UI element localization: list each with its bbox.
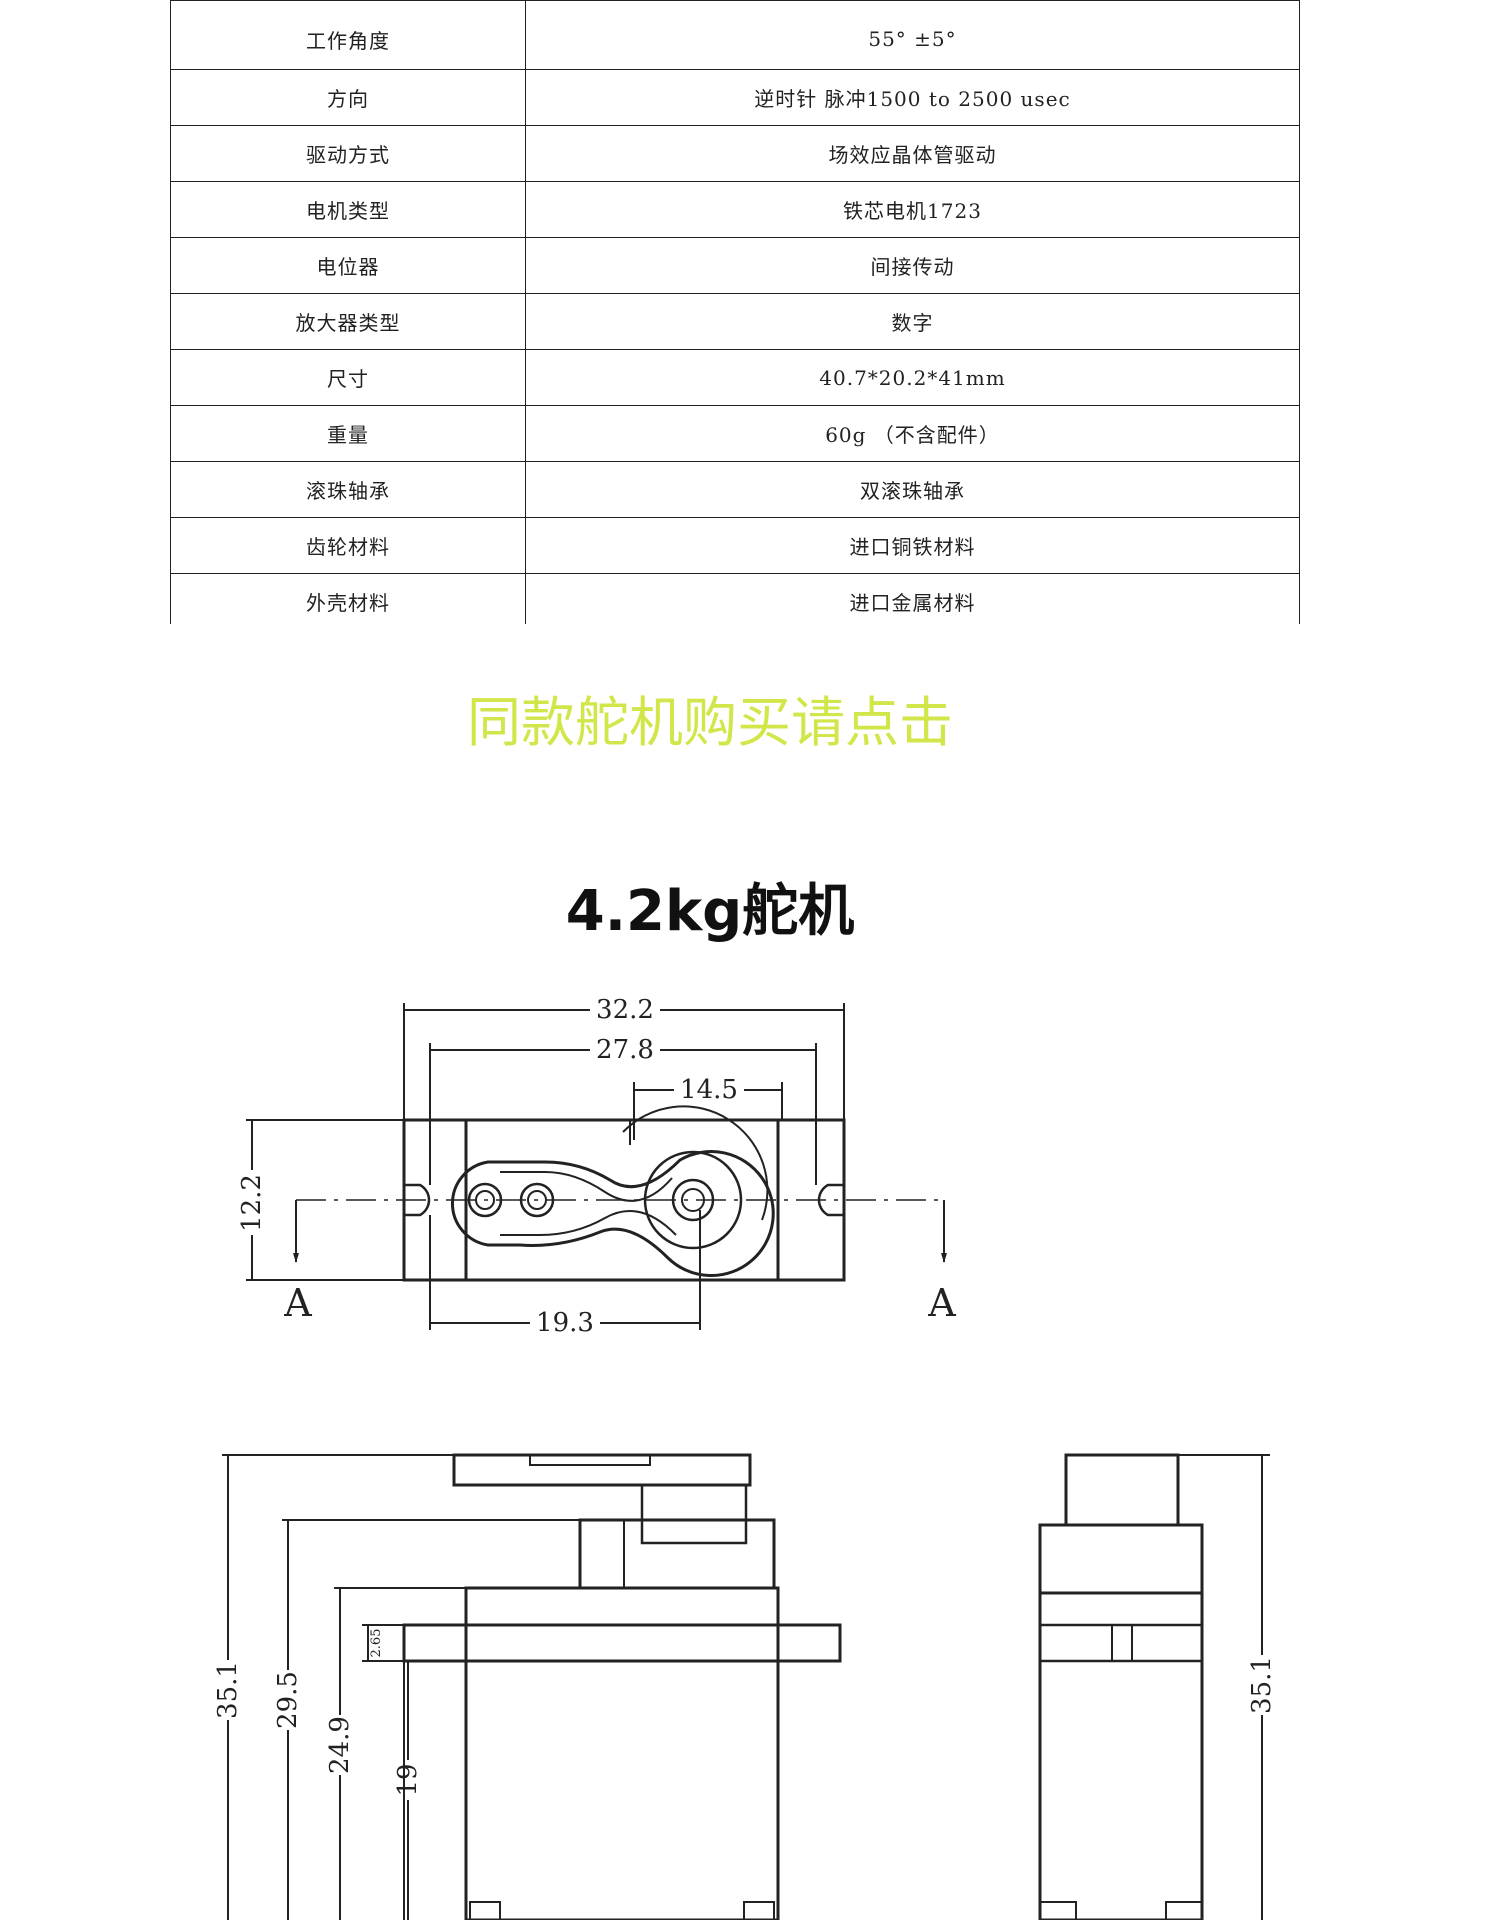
spec-row: 放大器类型数字 xyxy=(170,293,1300,350)
spec-row: 驱动方式场效应晶体管驱动 xyxy=(170,125,1300,182)
spec-value: 场效应晶体管驱动 xyxy=(525,125,1300,182)
spec-value: 进口金属材料 xyxy=(525,573,1300,624)
spec-label: 方向 xyxy=(170,69,526,126)
section-title: 4.2kg舵机 xyxy=(565,879,855,944)
section-marker-right: A xyxy=(927,1281,956,1325)
dim-side-total-height: 35.1 xyxy=(1247,1656,1277,1714)
dim-shaft-offset: 14.5 xyxy=(680,1075,738,1105)
top-view-dimension-lines xyxy=(246,1003,845,1330)
dim-body-height: 12.2 xyxy=(237,1174,267,1232)
dim-to-horn-base: 29.5 xyxy=(273,1671,303,1729)
spec-label: 尺寸 xyxy=(170,349,526,406)
dim-total-height: 35.1 xyxy=(213,1661,243,1719)
spec-value: 双滚珠轴承 xyxy=(525,461,1300,518)
section-marker-left: A xyxy=(283,1281,312,1325)
spec-label: 滚珠轴承 xyxy=(170,461,526,518)
spec-value: 进口铜铁材料 xyxy=(525,517,1300,574)
front-view-outline xyxy=(402,1453,842,1920)
spec-label: 放大器类型 xyxy=(170,293,526,350)
dim-overall-width: 32.2 xyxy=(596,995,654,1025)
spec-value: 间接传动 xyxy=(525,237,1300,294)
dim-tab-thickness: 2.65 xyxy=(369,1629,384,1658)
spec-label: 外壳材料 xyxy=(170,573,526,624)
front-view-dimension-lines xyxy=(222,1454,580,1920)
dim-shaft-position: 19.3 xyxy=(536,1308,594,1338)
spec-row: 电位器间接传动 xyxy=(170,237,1300,294)
dim-to-mount: 24.9 xyxy=(325,1716,355,1774)
spec-value: 55° ±5° xyxy=(525,0,1300,70)
dim-body-height-front: 19 xyxy=(393,1763,423,1796)
spec-label: 工作角度 xyxy=(170,0,526,70)
dim-hole-spacing: 27.8 xyxy=(596,1035,654,1065)
buy-link[interactable]: 同款舵机购买请点击 xyxy=(467,691,953,754)
spec-row: 滚珠轴承双滚珠轴承 xyxy=(170,461,1300,518)
side-view-dimension-lines xyxy=(1178,1454,1270,1920)
side-view-outline xyxy=(1038,1453,1204,1920)
spec-row: 齿轮材料进口铜铁材料 xyxy=(170,517,1300,574)
spec-row: 外壳材料进口金属材料 xyxy=(170,573,1300,624)
top-view-outline xyxy=(402,1105,846,1282)
spec-value: 数字 xyxy=(525,293,1300,350)
